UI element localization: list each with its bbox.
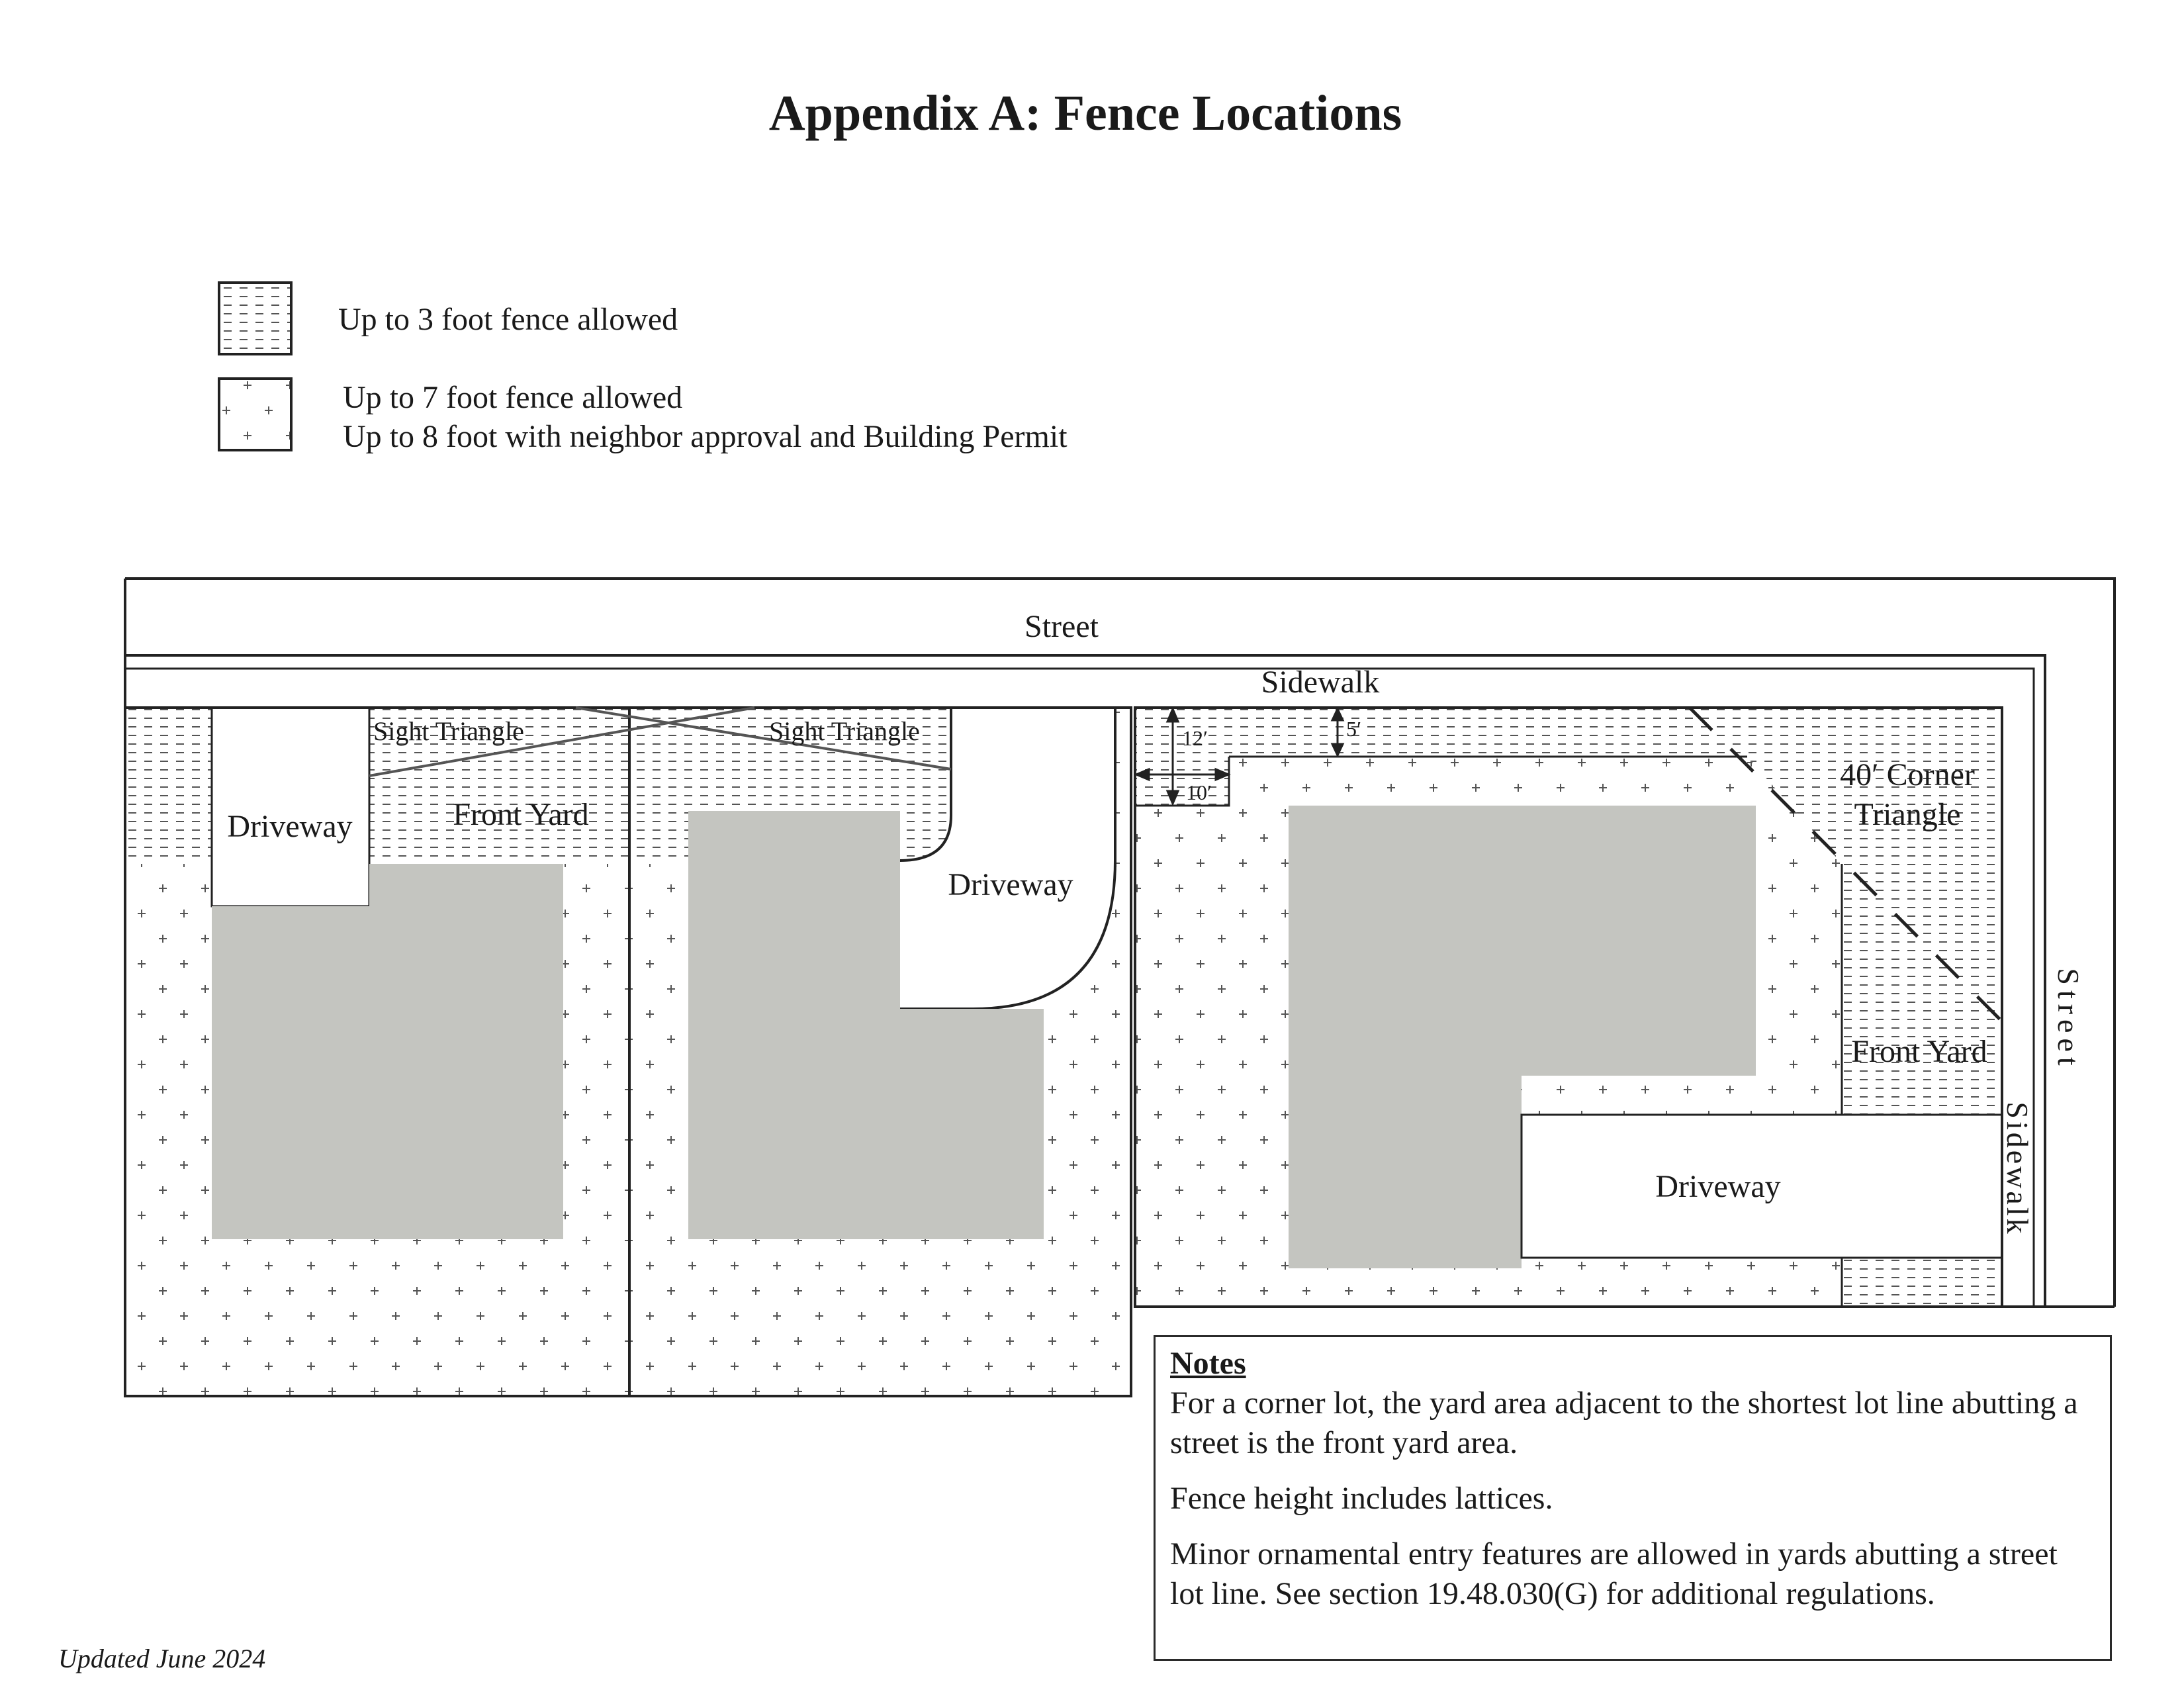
corner-lot-building [1289,806,1756,1268]
legend-swatch-3ft [218,281,293,355]
sidewalk-top-label: Sidewalk [1261,665,1380,700]
sidewalk-line [125,667,2035,1307]
corner-triangle-label-2: Triangle [1854,797,1961,832]
lot1-sight-triangle-label: Sight Triangle [373,716,524,746]
corner-lot-driveway [1520,1113,2003,1259]
sight-triangle-lines [369,706,952,777]
street-boundary [125,577,2116,1307]
legend-7ft-label: Up to 7 foot fence allowed [343,380,683,415]
legend-3ft-label: Up to 3 foot fence allowed [338,302,678,337]
dim-5-label: 5′ [1346,717,1361,741]
dimension-arrows [1134,706,1345,806]
lot2-driveway-label: Driveway [948,867,1073,902]
lot-1 [124,706,631,1397]
lot2-building [688,811,1044,1239]
street-right-label: Street [2052,968,2085,1070]
notes-heading: Notes [1170,1346,1246,1381]
legend-swatch-7ft [218,377,293,451]
lot-2 [628,706,1132,1397]
page-title: Appendix A: Fence Locations [768,85,1402,141]
lot1-driveway-label: Driveway [227,809,352,844]
corner-lot [1134,706,2003,1308]
legend-8ft-label: Up to 8 foot with neighbor approval and … [343,419,1068,454]
corner-triangle-label-1: 40′ Corner [1840,757,1975,792]
corner-triangle-line [1688,706,2001,1021]
dim-12-label: 12′ [1182,726,1208,750]
lot2-driveway [900,708,1115,1009]
note-item: Fence height includes lattices. [1170,1481,1553,1516]
lot1-driveway [210,706,371,908]
lot1-building [212,864,563,1239]
note-item: For a corner lot, the yard area adjacent… [1170,1385,2078,1460]
sidewalk-right-label: Sidewalk [2001,1102,2034,1236]
note-item: Minor ornamental entry features are allo… [1170,1536,2058,1611]
lot2-sight-triangle-label: Sight Triangle [769,716,920,746]
dim-10-label: 10′ [1186,780,1212,804]
lot1-front-yard-label: Front Yard [453,797,588,832]
corner-front-yard-label: Front Yard [1851,1034,1987,1069]
curb-line [125,654,2046,1307]
updated-date: Updated June 2024 [58,1644,266,1673]
notes-box: Notes For a corner lot, the yard area ad… [1154,1335,2112,1661]
street-top-label: Street [1024,609,1099,644]
corner-driveway-label: Driveway [1655,1169,1780,1204]
